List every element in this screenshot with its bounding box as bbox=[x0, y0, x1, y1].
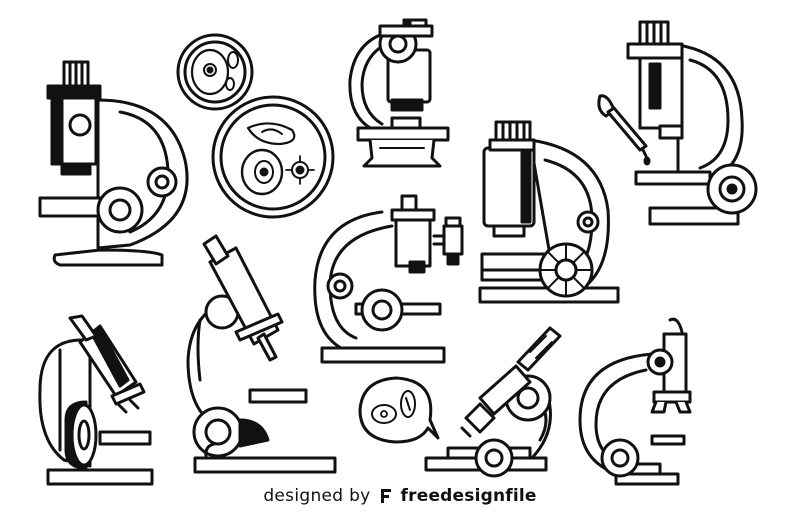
microscope-icon bbox=[348, 18, 450, 168]
petri-dish-icon bbox=[176, 33, 254, 111]
credit-prefix: designed by bbox=[263, 486, 371, 506]
brand-logo-icon bbox=[380, 489, 391, 503]
microscope-icon bbox=[424, 326, 562, 478]
credit-line: designed by freedesignfile bbox=[0, 482, 800, 510]
petri-dish-icon bbox=[211, 95, 335, 219]
cell-bubble-icon bbox=[358, 376, 440, 444]
dropper-icon bbox=[597, 94, 651, 166]
microscope-icon bbox=[478, 120, 620, 304]
credit-brand[interactable]: freedesignfile bbox=[400, 486, 537, 506]
microscope-icon bbox=[38, 314, 154, 486]
microscope-icon bbox=[38, 60, 189, 267]
microscope-icon bbox=[313, 194, 464, 364]
microscope-icon bbox=[186, 234, 337, 474]
microscope-icon bbox=[578, 317, 692, 486]
microscope-icon bbox=[626, 20, 758, 226]
